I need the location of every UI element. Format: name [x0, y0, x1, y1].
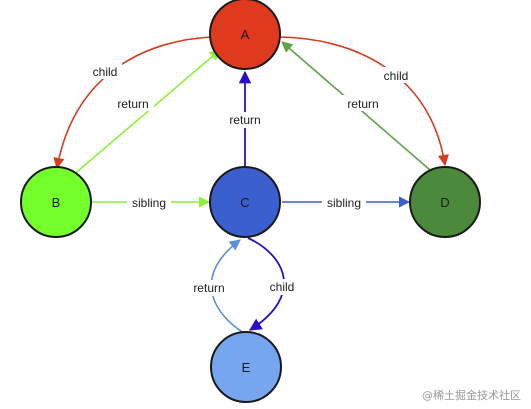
node-b-label: B	[52, 195, 61, 210]
node-b-circle	[20, 166, 92, 238]
node-a-circle	[209, 0, 281, 70]
edge-label-e-c-return: return	[193, 281, 224, 295]
edge-a-d-child	[279, 36, 449, 167]
node-e[interactable]: E	[210, 331, 282, 403]
edge-label-b-a-return: return	[117, 97, 148, 111]
node-c-label: C	[240, 195, 249, 210]
edge-c-e-child	[247, 237, 285, 331]
edge-label-a-d-child: child	[384, 69, 409, 83]
edge-labels: child return return child return sibling…	[88, 63, 413, 296]
node-c-circle	[209, 166, 281, 238]
node-e-label: E	[242, 360, 251, 375]
node-c[interactable]: C	[209, 166, 281, 238]
watermark: @稀土掘金技术社区	[422, 389, 521, 402]
node-a[interactable]: A	[209, 0, 281, 70]
edge-label-c-a-return: return	[229, 113, 260, 127]
edge-label-d-a-return: return	[347, 97, 378, 111]
node-d-circle	[409, 166, 481, 238]
node-a-label: A	[241, 27, 250, 42]
node-e-circle	[210, 331, 282, 403]
edge-label-a-b-child: child	[93, 65, 118, 79]
edge-label-c-d-sibling: sibling	[327, 196, 361, 210]
edge-label-c-e-child: child	[270, 280, 295, 294]
edge-label-b-c-sibling: sibling	[132, 196, 166, 210]
edge-b-a-return	[71, 49, 221, 177]
node-d-label: D	[440, 195, 449, 210]
node-b[interactable]: B	[20, 166, 92, 238]
node-d[interactable]: D	[409, 166, 481, 238]
nodes: A B C D E	[20, 0, 481, 403]
